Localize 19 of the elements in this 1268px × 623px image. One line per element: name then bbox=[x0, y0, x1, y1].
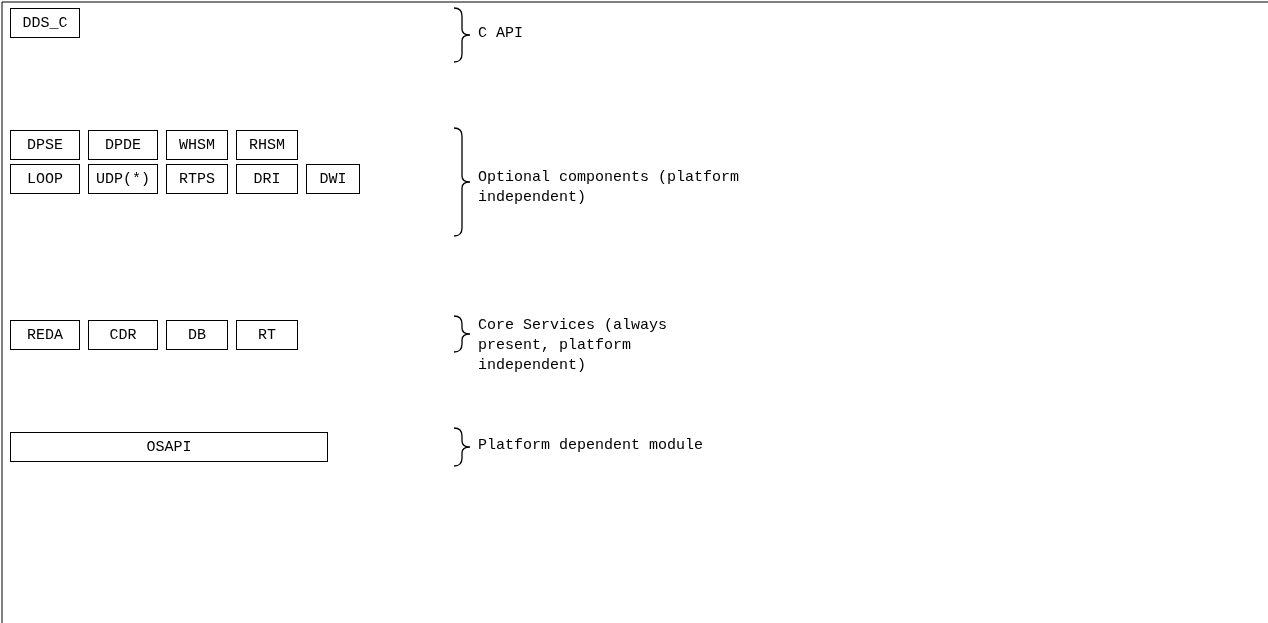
module-box: OSAPI bbox=[10, 432, 328, 462]
module-box: DDS_C bbox=[10, 8, 80, 38]
module-box: LOOP bbox=[10, 164, 80, 194]
group-label: C API bbox=[478, 24, 524, 44]
group-label: Optional components (platform independent) bbox=[478, 168, 741, 208]
module-box: UDP(*) bbox=[88, 164, 158, 194]
module-box: RHSM bbox=[236, 130, 298, 160]
module-box: DRI bbox=[236, 164, 298, 194]
module-box: RTPS bbox=[166, 164, 228, 194]
module-box: RT bbox=[236, 320, 298, 350]
module-box: DPDE bbox=[88, 130, 158, 160]
module-box: CDR bbox=[88, 320, 158, 350]
module-box: WHSM bbox=[166, 130, 228, 160]
module-box: DPSE bbox=[10, 130, 80, 160]
module-box: DWI bbox=[306, 164, 360, 194]
module-box: REDA bbox=[10, 320, 80, 350]
module-box: DB bbox=[166, 320, 228, 350]
group-label: Platform dependent module bbox=[478, 436, 705, 456]
group-label: Core Services (always present, platform independent) bbox=[478, 316, 669, 376]
